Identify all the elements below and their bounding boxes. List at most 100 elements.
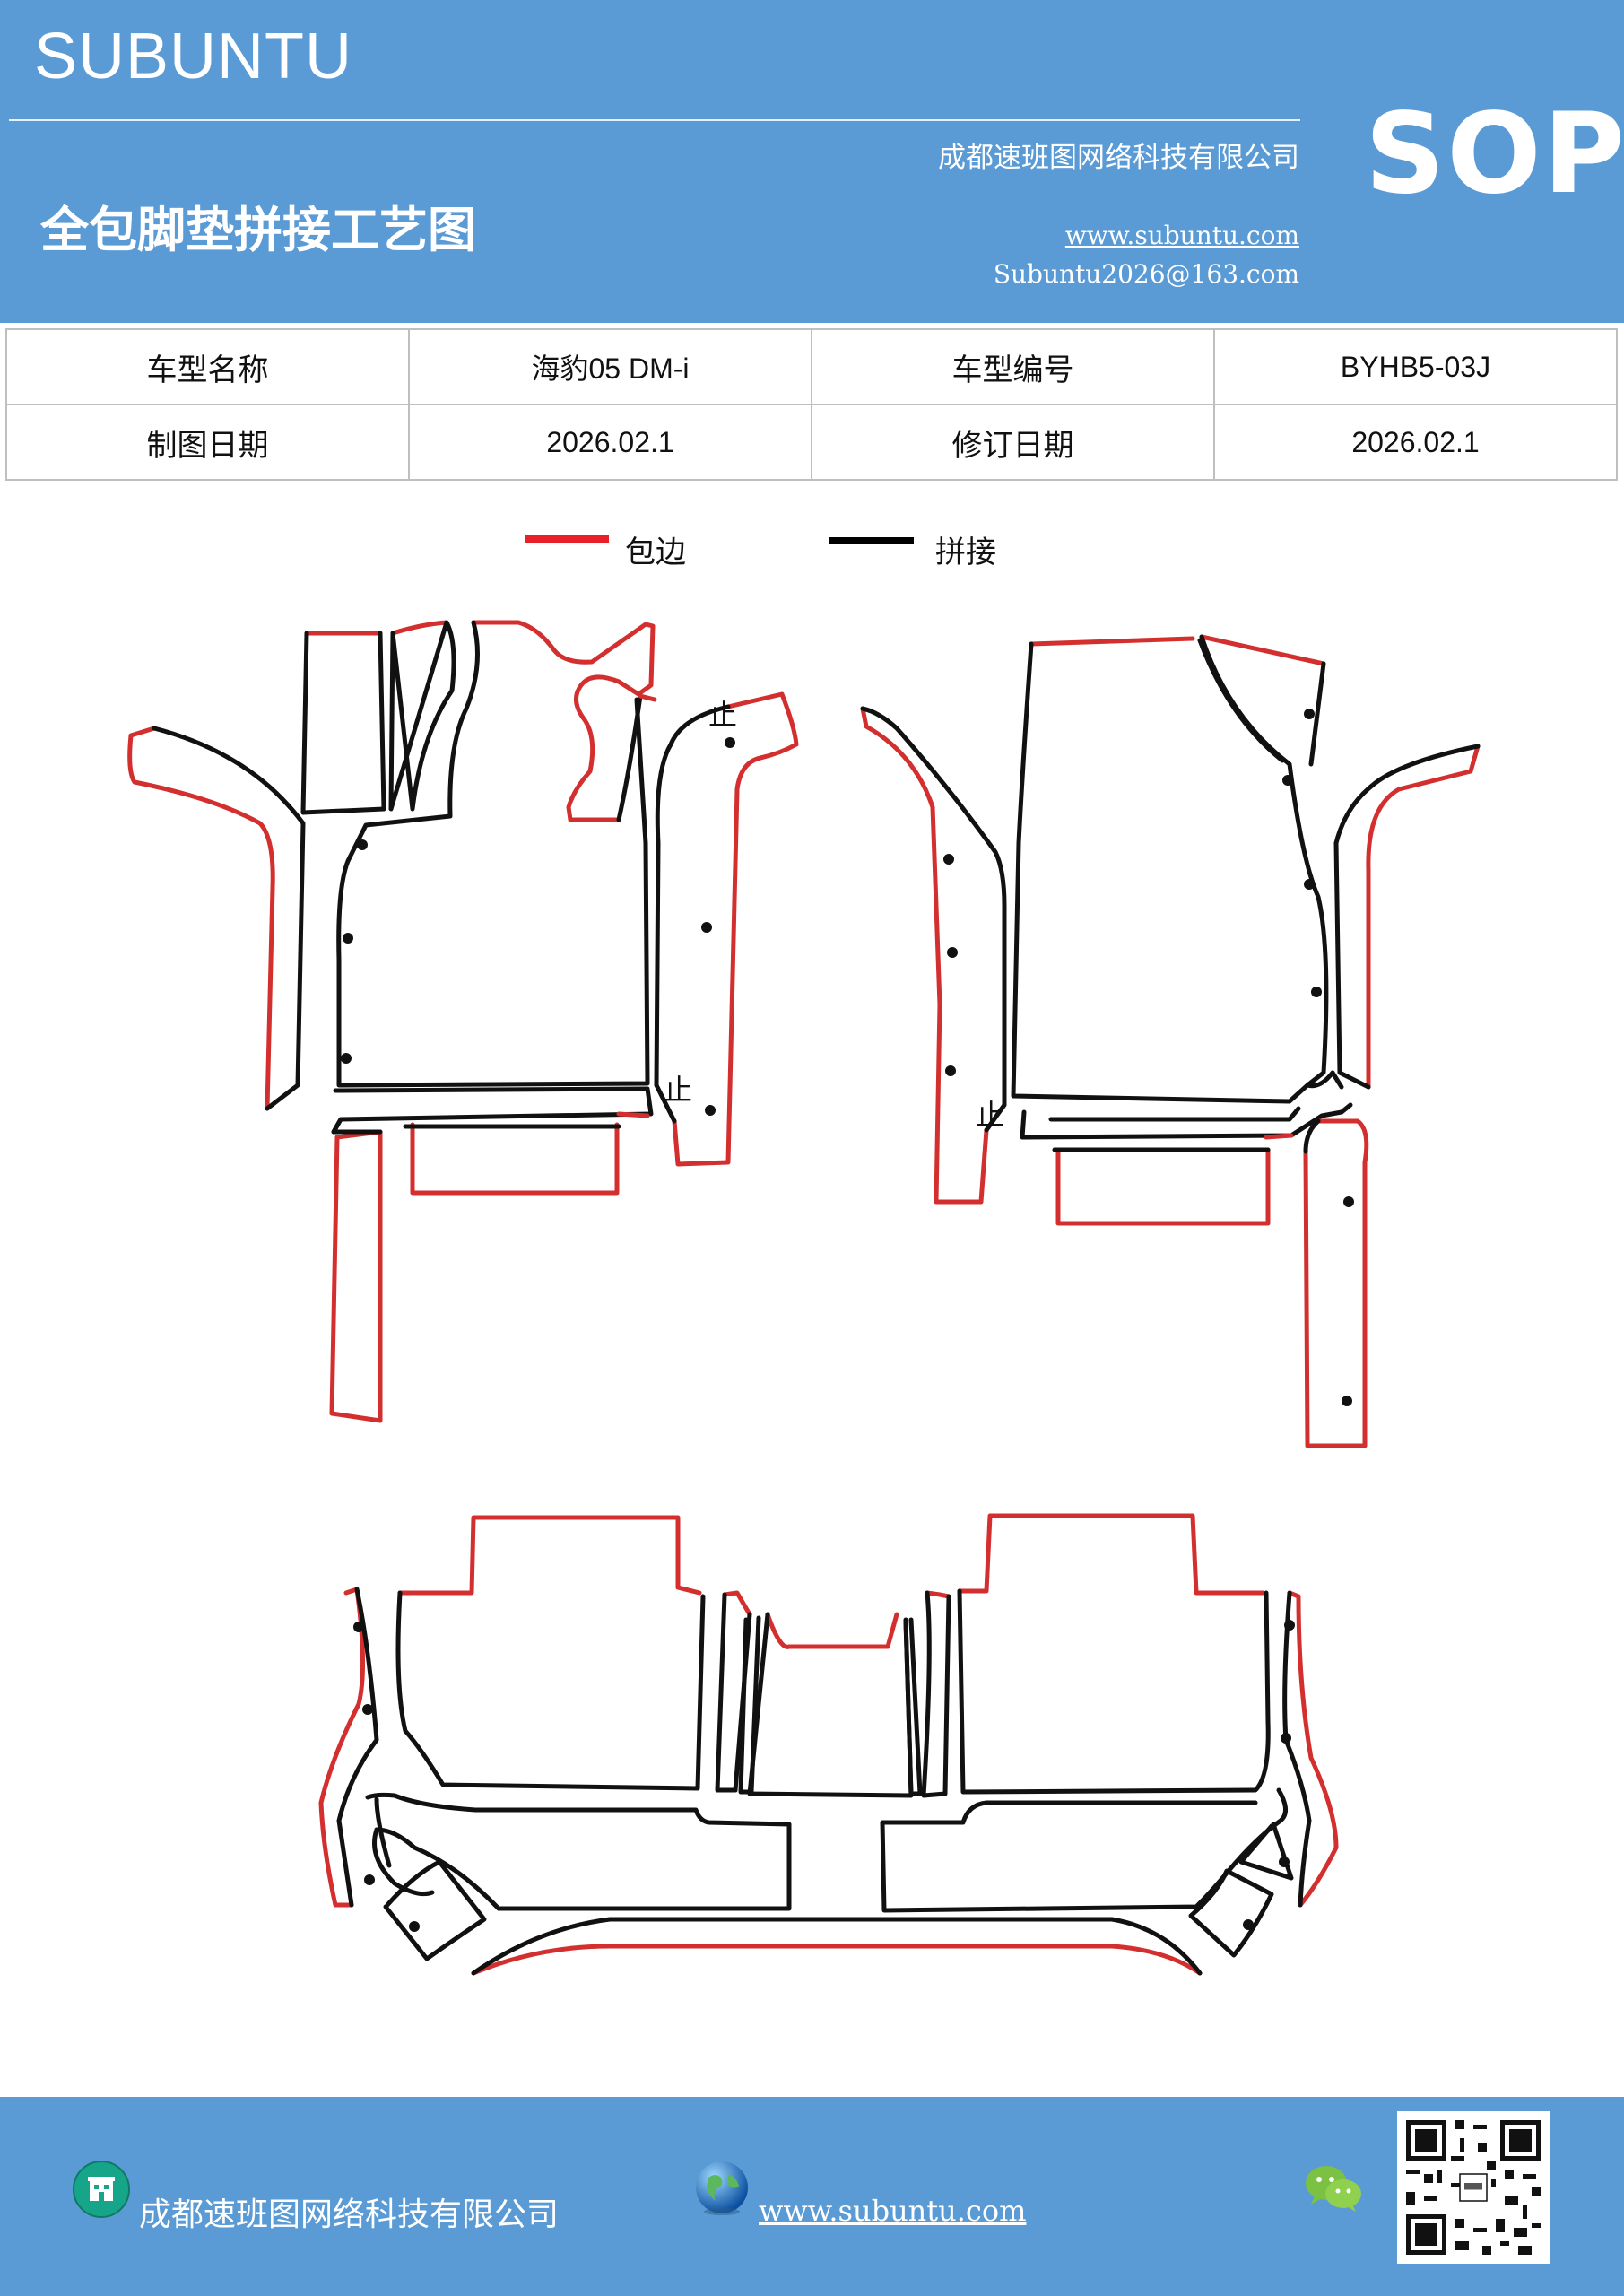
mat-piece [1366, 744, 1481, 1090]
sop-badge: SOP [1365, 90, 1624, 219]
mat-piece [1333, 744, 1481, 1090]
fastener-dot [1243, 1919, 1254, 1930]
mat-piece [390, 620, 449, 636]
fastener-dot [945, 1065, 956, 1076]
mat-piece [1282, 1590, 1312, 1908]
mat-piece [1048, 1106, 1301, 1122]
fastener-dot [1282, 775, 1293, 786]
fastener-dot [1279, 1857, 1290, 1867]
table-row: 车型名称 海豹05 DM-i 车型编号 BYHB5-03J [5, 328, 1618, 405]
mat-piece [738, 1615, 761, 1795]
wechat-icon [1306, 2166, 1361, 2212]
fastener-dot [409, 1921, 420, 1932]
fastener-dot [1342, 1396, 1352, 1406]
mat-piece [1197, 638, 1285, 763]
fastener-dot [701, 922, 712, 933]
mat-piece [365, 1792, 792, 1911]
right-front-group: 止 [860, 634, 1481, 1448]
fastener-dot [1304, 709, 1315, 719]
mat-piece [1264, 1133, 1294, 1140]
qr-code [1397, 2111, 1550, 2264]
mat-piece [300, 631, 386, 815]
building-icon [73, 2161, 130, 2218]
mat-piece [336, 620, 650, 1088]
mat-piece [336, 1587, 379, 1908]
mat-piece [1199, 634, 1326, 666]
mat-piece [127, 726, 275, 1111]
model-name-label: 车型名称 [5, 328, 410, 405]
fastener-dot [1311, 987, 1322, 997]
mat-piece [616, 693, 643, 822]
mat-piece [638, 693, 657, 702]
mat-piece [921, 1590, 951, 1798]
mat-piece [331, 1117, 383, 1135]
mat-piece [1287, 1590, 1339, 1908]
footer-company: 成都速班图网络科技有限公司 [139, 2196, 560, 2233]
table-row: 制图日期 2026.02.1 修订日期 2026.02.1 [5, 404, 1618, 481]
fastener-dot [947, 947, 958, 958]
fastener-dot [1284, 1620, 1295, 1631]
website-link[interactable]: www.subuntu.com [1064, 221, 1299, 250]
mat-piece [1020, 1102, 1353, 1140]
draw-date-label: 制图日期 [5, 404, 410, 481]
mat-piece [471, 1917, 1203, 1976]
contact-email[interactable]: Subuntu2026@163.com [993, 259, 1299, 289]
revision-date-label: 修订日期 [811, 404, 1215, 481]
model-code-value: BYHB5-03J [1213, 328, 1618, 405]
stop-marker: 止 [708, 698, 737, 732]
mat-piece [860, 706, 1007, 1133]
mat-piece [318, 1587, 366, 1908]
header-banner [0, 0, 1624, 323]
fastener-dot [943, 854, 954, 865]
stop-marker: 止 [664, 1073, 692, 1107]
mat-piece [616, 1111, 650, 1118]
footer-website[interactable]: www.subuntu.com [759, 2194, 1027, 2228]
fastener-dot [1304, 879, 1315, 890]
mat-piece [152, 726, 306, 1111]
mat-piece [471, 620, 656, 822]
stop-marker: 止 [976, 1098, 1004, 1132]
globe-icon [696, 2161, 748, 2215]
mat-piece [410, 1122, 620, 1196]
brand-name: SUBUNTU [34, 21, 353, 92]
company-name: 成都速班图网络科技有限公司 [938, 142, 1299, 174]
mat-piece [1029, 636, 1195, 647]
fastener-dot [353, 1622, 364, 1632]
mat-piece [654, 704, 731, 1124]
fastener-dot [362, 1704, 373, 1715]
legend-swatch-red [525, 535, 609, 543]
mat-piece [722, 1590, 752, 1617]
mat-piece [957, 1588, 1271, 1795]
mat-piece [880, 1787, 1288, 1913]
mat-piece [860, 706, 989, 1205]
mat-piece [1303, 1118, 1321, 1154]
fastener-dot [343, 933, 353, 944]
mat-piece [1011, 641, 1310, 1104]
left-front-group: 止 止 [127, 620, 799, 1423]
mat-piece [957, 1513, 1265, 1596]
mat-piece [1238, 1822, 1294, 1881]
mat-piece [1188, 1868, 1274, 1958]
mat-piece [388, 620, 456, 812]
mat-piece [765, 1612, 899, 1649]
mat-piece [372, 1827, 435, 1897]
mat-piece [329, 1129, 383, 1423]
fastener-dot [705, 1105, 716, 1116]
legend-label-seam: 拼接 [935, 535, 996, 570]
model-code-label: 车型编号 [811, 328, 1215, 405]
legend-label-binding: 包边 [625, 535, 686, 570]
mat-piece [383, 1859, 487, 1961]
mat-piece [672, 691, 799, 1167]
mat-piece [1303, 1118, 1369, 1448]
revision-date-value: 2026.02.1 [1213, 404, 1618, 481]
mat-piece [1308, 661, 1326, 767]
floor-mat-diagram: 止 止 止 [127, 620, 1481, 1976]
mat-piece [395, 1590, 706, 1791]
vehicle-info-table: 车型名称 海豹05 DM-i 车型编号 BYHB5-03J 制图日期 2026.… [5, 328, 1618, 481]
fastener-dot [341, 1053, 352, 1064]
fastener-dot [1343, 1196, 1354, 1207]
mat-piece [374, 1796, 392, 1868]
fastener-dot [1281, 1733, 1291, 1744]
mat-piece [903, 1617, 923, 1796]
document-title: 全包脚垫拼接工艺图 [40, 201, 476, 258]
